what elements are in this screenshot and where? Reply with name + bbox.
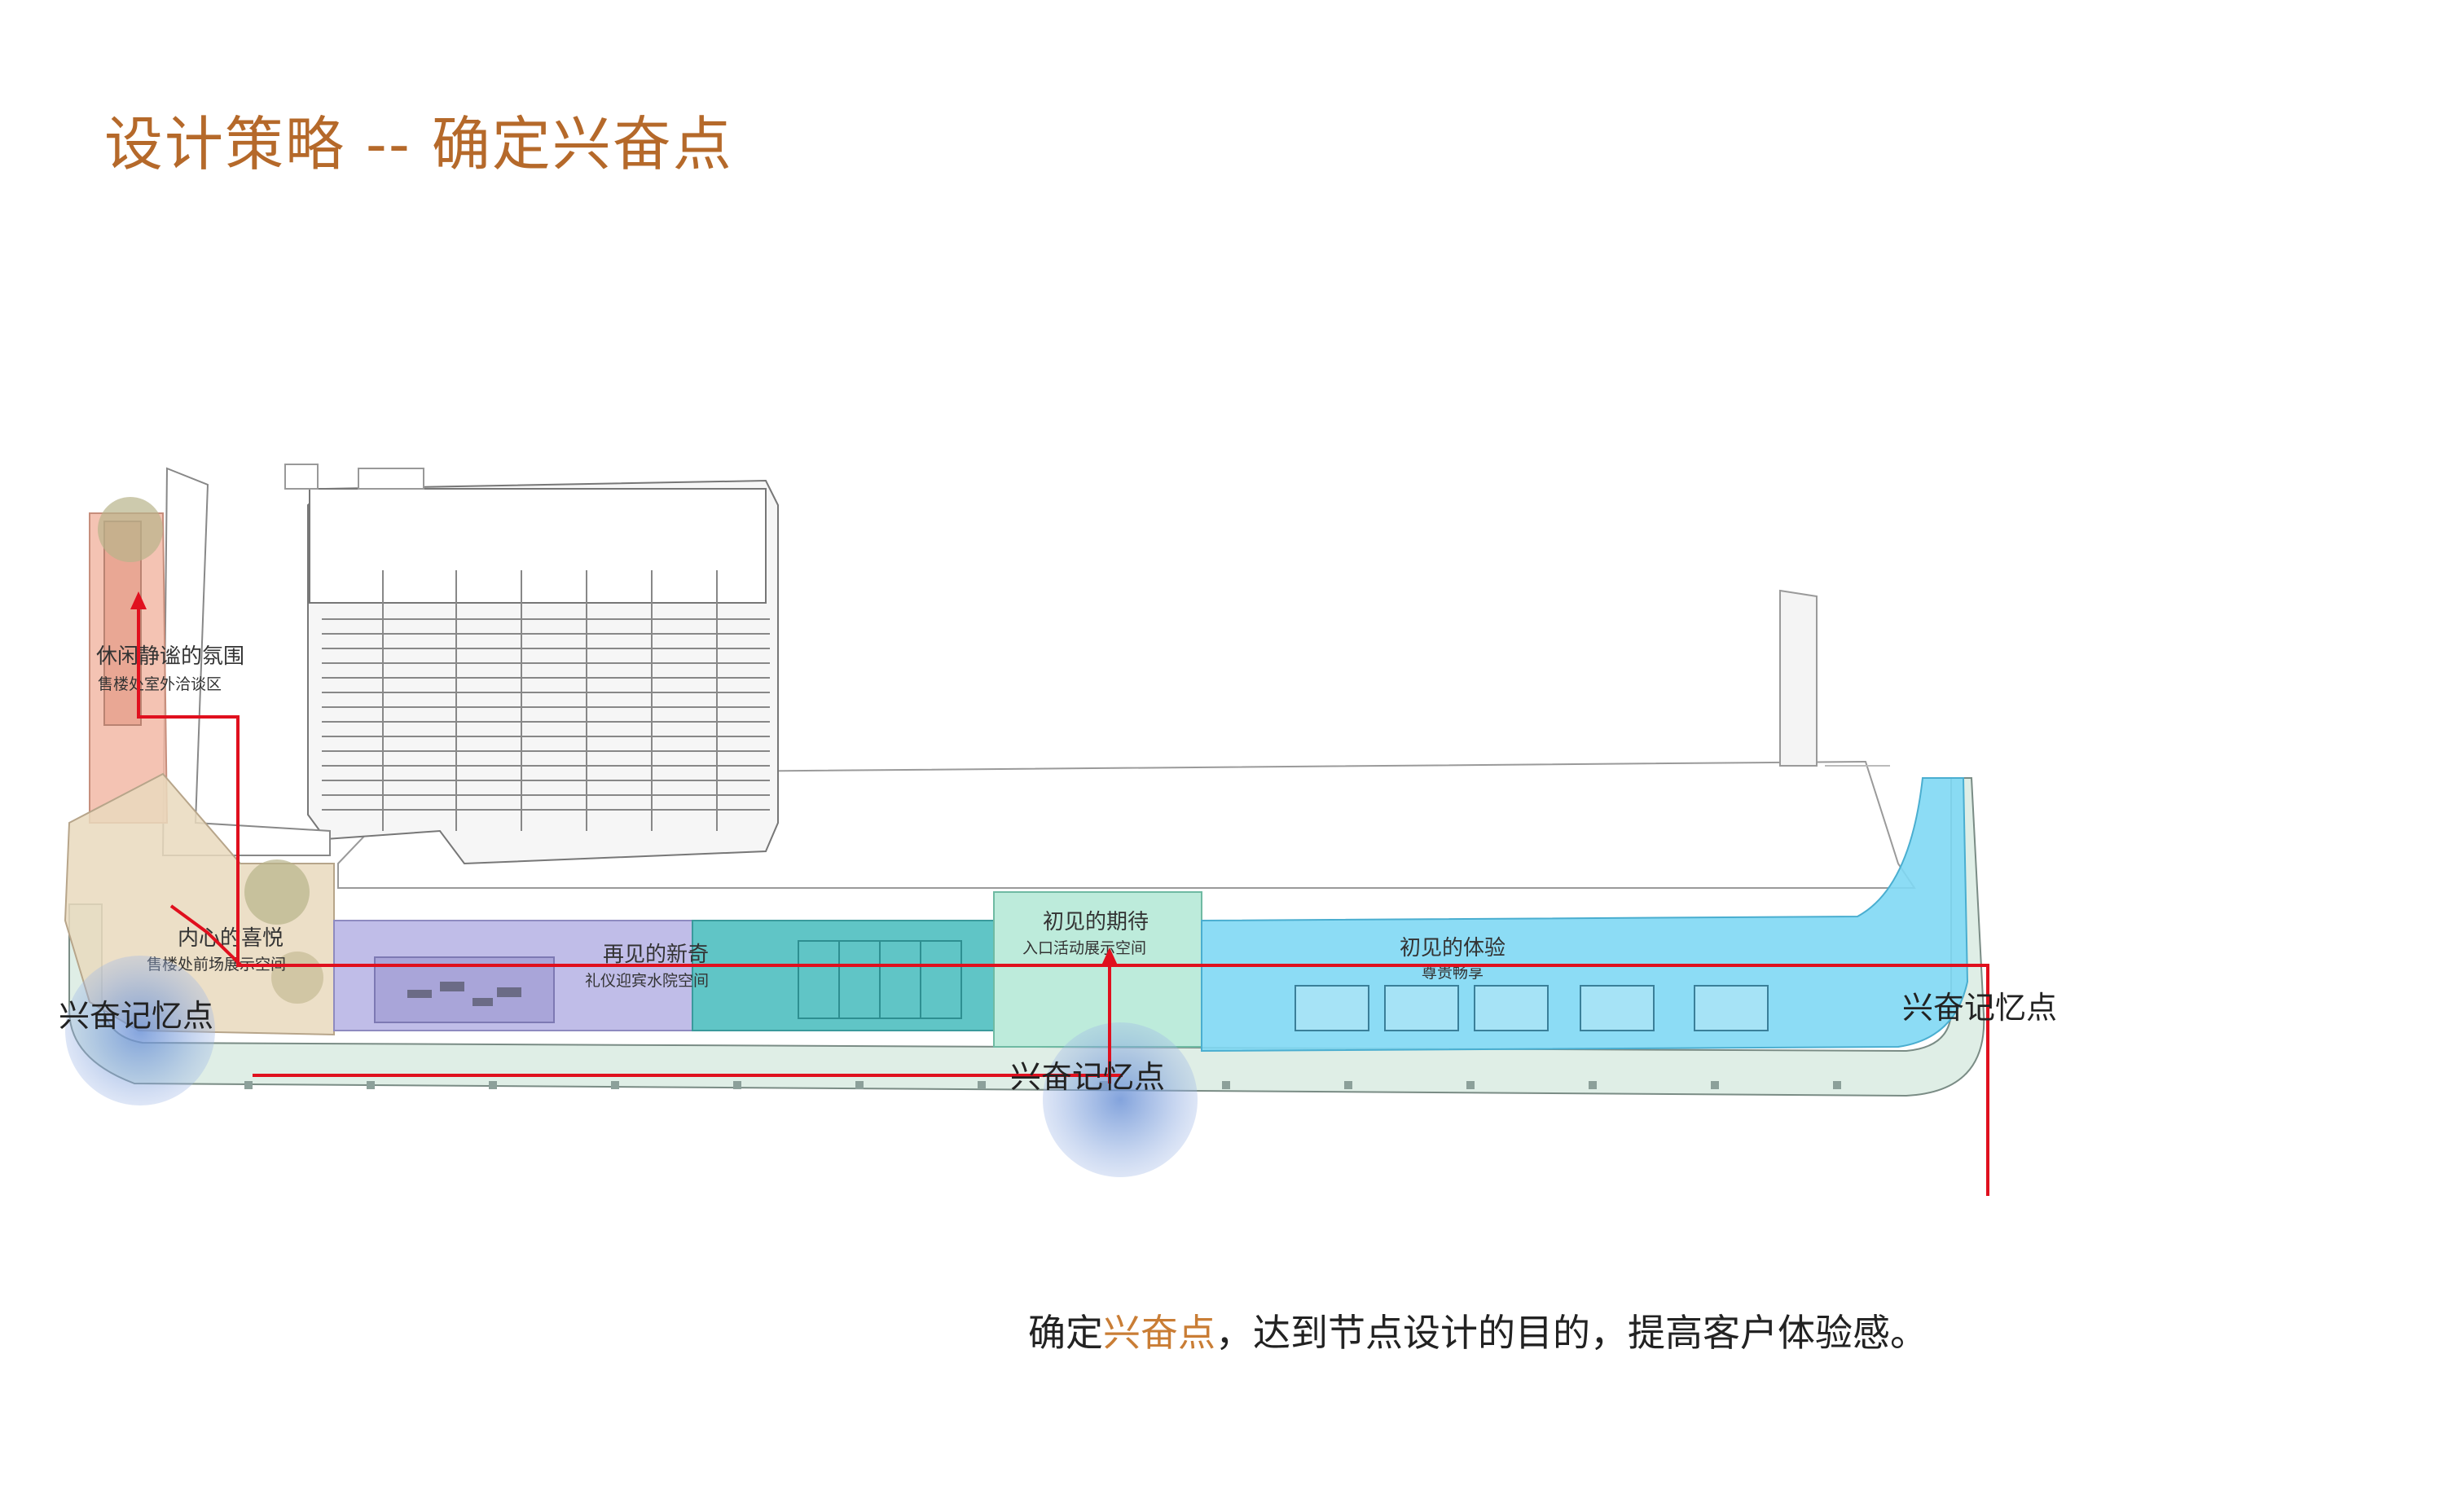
zone-subtitle-experience: 尊贵畅享: [1422, 964, 1484, 982]
sidewalk-post: [1589, 1081, 1597, 1089]
circulation-routes: [137, 599, 1989, 1196]
caption-highlight: 兴奋点: [1103, 1311, 1215, 1355]
route-arrow-entrance-icon: [1101, 947, 1118, 965]
sidewalk-post: [1466, 1081, 1475, 1089]
experience-unit: [1384, 985, 1459, 1031]
zone-title-water-court: 再见的新奇: [603, 943, 709, 967]
zone-teal-water: [692, 920, 995, 1031]
page-title: 设计策略 -- 确定兴奋点: [104, 110, 733, 178]
zone-title-experience: 初见的体验: [1400, 936, 1506, 960]
route-main: [137, 599, 1989, 1196]
excitement-point-label-west: 兴奋记忆点: [59, 998, 213, 1034]
sidewalk-post: [733, 1081, 741, 1089]
sidewalk-post: [1344, 1081, 1352, 1089]
zone-subtitle-entry-activity: 入口活动展示空间: [1022, 939, 1146, 957]
zone-title-entry-activity: 初见的期待: [1043, 910, 1149, 934]
hotspot-entrance: [1043, 1022, 1198, 1177]
zone-title-lounge: 休闲静谧的氛围: [96, 644, 244, 669]
route-arrow-north-icon: [130, 591, 147, 609]
sidewalk-post: [855, 1081, 864, 1089]
sidewalk-post: [1222, 1081, 1230, 1089]
sidewalk-post: [611, 1081, 619, 1089]
sidewalk-post: [367, 1081, 375, 1089]
caption-before: 确定: [1028, 1311, 1103, 1355]
sidewalk-post: [1833, 1081, 1841, 1089]
experience-unit: [1474, 985, 1549, 1031]
hotspot-forecourt: [65, 956, 215, 1105]
zone-title-forecourt: 内心的喜悦: [178, 926, 284, 951]
sidewalk-post: [489, 1081, 497, 1089]
excitement-point-label-east: 兴奋记忆点: [1902, 990, 2057, 1026]
experience-unit: [1580, 985, 1655, 1031]
sidewalk-post: [1711, 1081, 1719, 1089]
experience-unit: [1295, 985, 1369, 1031]
zone-labels: 休闲静谧的氛围 售楼处室外洽谈区 内心的喜悦 售楼处前场展示空间 再见的新奇 礼…: [96, 644, 1506, 990]
caption: 确定兴奋点，达到节点设计的目的，提高客户体验感。: [1028, 1303, 1928, 1357]
zone-entry-activity: [993, 891, 1202, 1048]
zone-subtitle-lounge: 售楼处室外洽谈区: [98, 675, 222, 693]
residential-tower: [284, 464, 779, 865]
zone-subtitle-water-court: 礼仪迎宾水院空间: [585, 972, 709, 990]
sidewalk-post: [978, 1081, 986, 1089]
sidewalk-post: [244, 1081, 253, 1089]
excitement-point-label-entrance: 兴奋记忆点: [1010, 1059, 1165, 1095]
caption-after: ，达到节点设计的目的，提高客户体验感。: [1215, 1311, 1928, 1355]
route-inner: [169, 904, 243, 967]
zone-experience: [1201, 777, 1969, 1053]
experience-unit: [1694, 985, 1769, 1031]
